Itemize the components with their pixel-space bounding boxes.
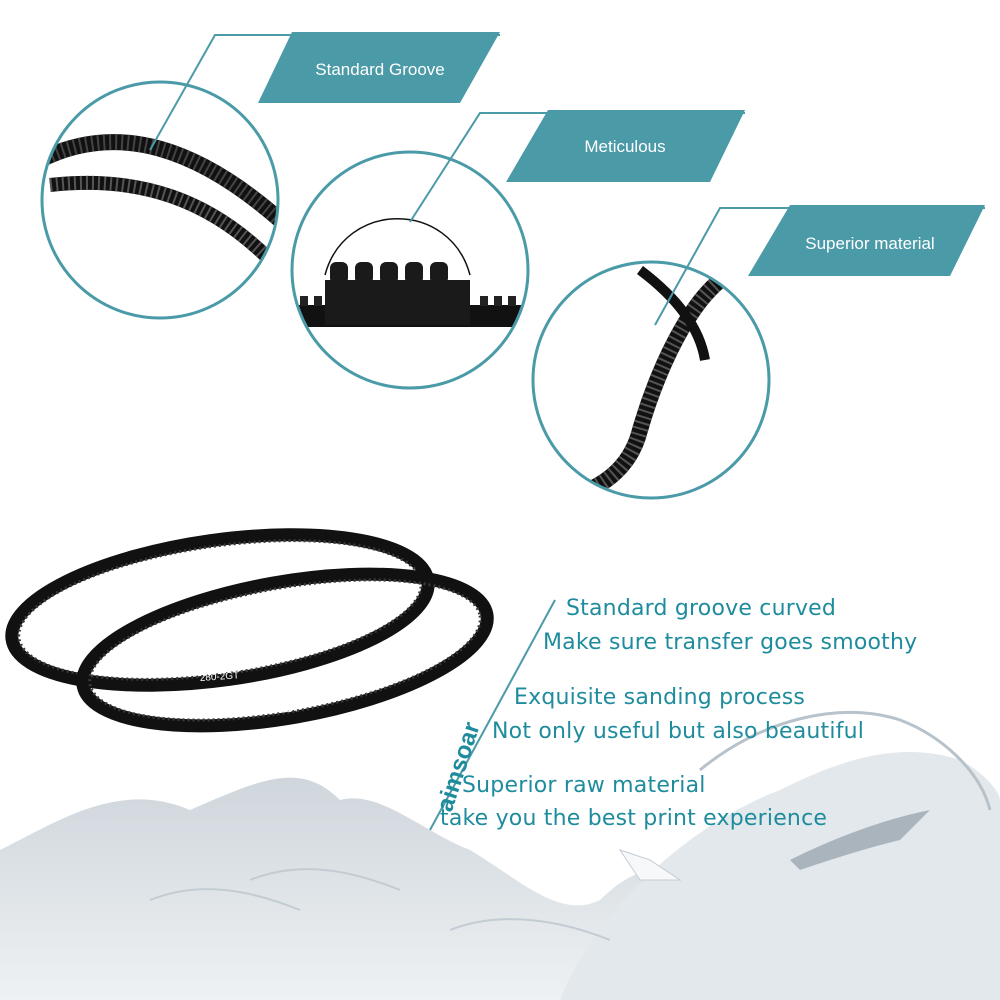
closeup-teeth [292,152,528,388]
feature-line-4: Not only useful but also beautiful [492,719,865,744]
feature-line-3: Exquisite sanding process [514,685,806,710]
belt-label: 280-2GT [259,690,299,704]
belt-inner [76,567,494,733]
belt-label: 280-2GT [199,657,239,671]
feature-line-1: Standard groove curved [566,596,837,621]
closeup-groove [42,82,278,318]
boat-shape [790,810,930,870]
wave-crest [699,710,992,811]
tag-standard-groove: Standard Groove [315,60,445,79]
big-wave [560,751,1000,1000]
tag-superior-material: Superior material [805,234,935,253]
feature-line-2: Make sure transfer goes smoothy [543,630,918,655]
brand-divider-line [429,599,556,831]
belt-label: 280-2GT [259,703,299,717]
tag-meticulous: Meticulous [584,137,666,156]
belt-label: 280-2GT [199,670,239,684]
feature-line-5: Superior raw material [462,773,706,798]
feature-line-6: take you the best print experience [440,806,828,831]
